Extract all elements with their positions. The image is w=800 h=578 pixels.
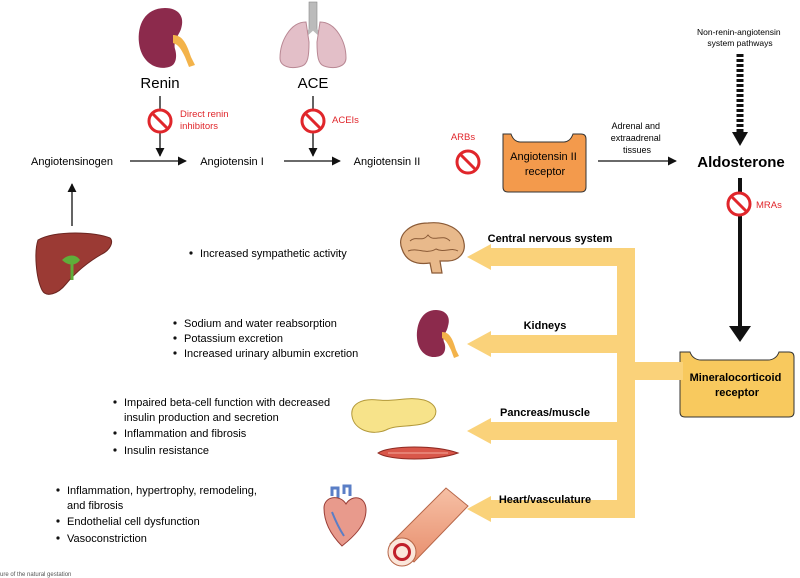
non-ras-pathways-label: Non-renin-angiotensin system pathways <box>697 27 783 48</box>
target-label-pancreas-muscle: Pancreas/muscle <box>500 407 590 419</box>
mineralocorticoid-receptor <box>679 351 795 418</box>
bullet <box>56 519 60 523</box>
effect-item: Inflammation and fibrosis <box>124 428 247 440</box>
muscle-icon <box>377 446 460 460</box>
angiotensin-2-label: Angiotensin II <box>354 156 421 168</box>
no-sign-icon <box>726 191 752 217</box>
effect-item: Insulin resistance <box>124 445 209 457</box>
bullet <box>113 448 117 452</box>
caption-fragment: ure of the natural gestation <box>0 572 71 578</box>
bullet <box>173 351 177 355</box>
no-sign-icon <box>147 108 173 134</box>
effects-heart-vasculature: Inflammation, hypertrophy, remodeling, a… <box>56 485 260 545</box>
ace-label: ACE <box>298 75 329 92</box>
effects-kidneys: Sodium and water reabsorption Potassium … <box>173 318 358 360</box>
effect-item: Increased urinary albumin excretion <box>184 348 358 360</box>
target-label-kidneys: Kidneys <box>524 320 567 332</box>
kidney-icon <box>416 310 459 358</box>
effect-item: Vasoconstriction <box>67 533 147 545</box>
angiotensinogen-label: Angiotensinogen <box>31 156 113 168</box>
effects-pancreas-muscle: Impaired beta-cell function with decreas… <box>113 397 333 457</box>
bullet <box>113 400 117 404</box>
acei-label: ACEIs <box>332 115 359 126</box>
mr-effect-pathways <box>467 244 683 522</box>
effect-item: Impaired beta-cell function with decreas… <box>124 397 333 424</box>
effect-item: Inflammation, hypertrophy, remodeling, a… <box>67 485 260 512</box>
blood-vessel-icon <box>387 487 469 567</box>
bullet <box>56 536 60 540</box>
effect-item: Increased sympathetic activity <box>200 248 347 260</box>
brain-icon <box>400 222 465 274</box>
effect-item: Potassium excretion <box>184 333 283 345</box>
kidney-icon <box>138 8 195 68</box>
bullet <box>173 336 177 340</box>
mra-label: MRAs <box>756 200 782 211</box>
renin-label: Renin <box>140 75 179 92</box>
direct-renin-inhibitors-label: Direct renin inhibitors <box>180 109 231 132</box>
aldosterone-label: Aldosterone <box>697 154 785 171</box>
liver-icon <box>35 232 113 295</box>
angiotensin-2-receptor <box>502 133 587 193</box>
heart-icon <box>323 484 367 547</box>
no-sign-icon <box>300 108 326 134</box>
angiotensin-1-label: Angiotensin I <box>200 156 264 168</box>
bullet <box>113 431 117 435</box>
no-sign-icon <box>455 149 481 175</box>
arb-label: ARBs <box>451 132 476 143</box>
angiotensin-2-receptor-label: Angiotensin II receptor <box>510 151 580 178</box>
bullet <box>189 251 193 255</box>
bullet <box>173 321 177 325</box>
adrenal-tissues-label: Adrenal and extraadrenal tissues <box>611 121 664 155</box>
target-label-heart-vasculature: Heart/vasculature <box>499 494 591 506</box>
effect-item: Endothelial cell dysfunction <box>67 516 200 528</box>
target-label-cns: Central nervous system <box>488 233 613 245</box>
effect-item: Sodium and water reabsorption <box>184 318 337 330</box>
bullet <box>56 488 60 492</box>
mineralocorticoid-receptor-label: Mineralocorticoid receptor <box>690 372 785 399</box>
lungs-icon <box>279 1 347 69</box>
pancreas-icon <box>351 398 437 433</box>
effects-cns: Increased sympathetic activity <box>189 248 347 260</box>
